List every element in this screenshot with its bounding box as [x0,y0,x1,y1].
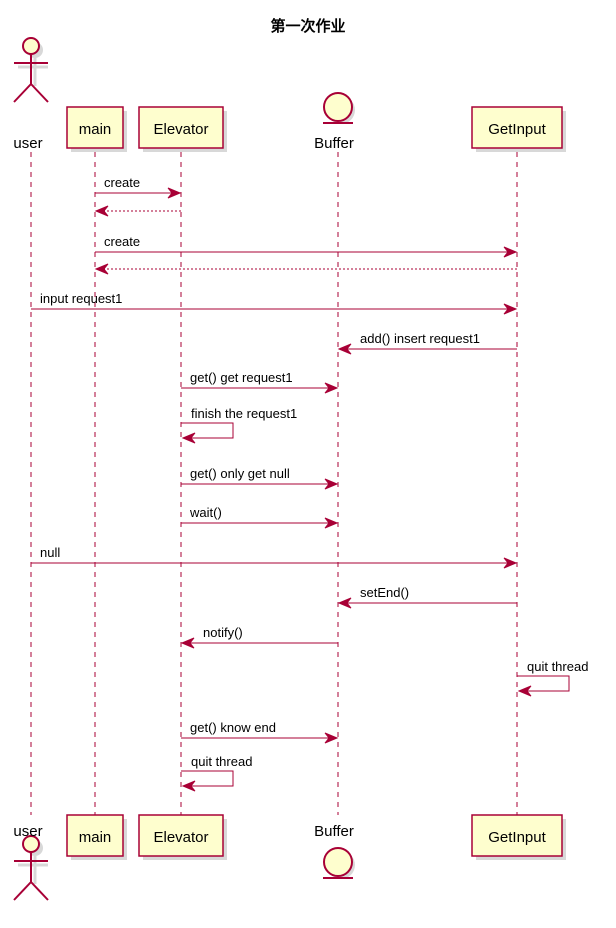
arrow-head [167,187,182,199]
arrow-head [94,263,109,275]
participant-elevator-bottom: Elevator [138,814,227,860]
message-label: create [104,175,140,190]
message-label: null [40,545,60,560]
arrow-head [337,343,352,355]
arrow-head [503,557,518,569]
message-15: get() know end [181,720,339,744]
message-label: finish the request1 [191,406,297,421]
message-12: setEnd() [337,585,517,609]
participant-label: main [79,121,112,138]
participant-buffer-bottom: Buffer [314,823,355,879]
arrow-head [517,685,532,697]
message-3: create [95,234,518,258]
participant-getinput-top: GetInput [471,106,566,152]
self-message-line [517,675,570,692]
participant-label: user [13,823,42,840]
participant-box [138,814,224,857]
message-label: get() get request1 [190,370,293,385]
message-7: get() get request1 [181,370,339,394]
entity-icon [323,847,355,879]
message-2 [94,205,181,217]
message-16: quit thread [181,754,252,792]
arrow-head [324,382,339,394]
participant-label: GetInput [488,121,546,138]
participant-elevator-top: Elevator [138,106,227,152]
message-10: wait() [181,505,339,529]
message-5: input request1 [31,291,518,315]
actor-icon [13,37,49,103]
message-label: create [104,234,140,249]
participant-label: main [79,829,112,846]
message-4 [94,263,517,275]
participant-box [471,814,563,857]
arrow-head [324,517,339,529]
actor-icon [13,835,49,901]
message-label: quit thread [191,754,252,769]
message-label: setEnd() [360,585,409,600]
participant-user-top: user [13,37,49,152]
participant-buffer-top: Buffer [314,92,355,152]
arrow-head [94,205,109,217]
arrow-head [180,637,195,649]
message-9: get() only get null [181,466,339,490]
message-label: add() insert request1 [360,331,480,346]
arrow-head [503,246,518,258]
participant-user-bottom: user [13,823,49,901]
messages: create create input request1 add() insert r… [31,175,588,792]
participant-label: Buffer [314,823,354,840]
participant-label: Buffer [314,135,354,152]
diagram-title: 第一次作业 [270,17,345,35]
message-label: get() only get null [190,466,290,481]
arrow-head [337,597,352,609]
message-label: wait() [189,505,222,520]
message-label: get() know end [190,720,276,735]
self-message-line [181,422,234,439]
participant-box [471,106,563,149]
message-14: quit thread [517,659,588,697]
participant-box [138,106,224,149]
message-label: notify() [203,625,243,640]
message-label: quit thread [527,659,588,674]
participant-getinput-bottom: GetInput [471,814,566,860]
arrow-head [181,780,196,792]
participant-box [66,106,124,149]
message-6: add() insert request1 [337,331,517,355]
participant-main-bottom: main [66,814,127,860]
message-label: input request1 [40,291,122,306]
arrow-head [324,732,339,744]
participant-box [66,814,124,857]
participant-label: Elevator [153,829,208,846]
self-message-line [181,770,234,787]
message-8: finish the request1 [181,406,297,444]
message-1: create [95,175,182,199]
participant-heads-bottom: user main Elevator Buffer GetInput [13,814,566,901]
message-11: null [31,545,518,569]
entity-icon [323,92,355,124]
message-13: notify() [180,625,338,649]
arrow-head [503,303,518,315]
participant-main-top: main [66,106,127,152]
participant-label: Elevator [153,121,208,138]
participant-label: user [13,135,42,152]
participant-label: GetInput [488,829,546,846]
arrow-head [324,478,339,490]
arrow-head [181,432,196,444]
